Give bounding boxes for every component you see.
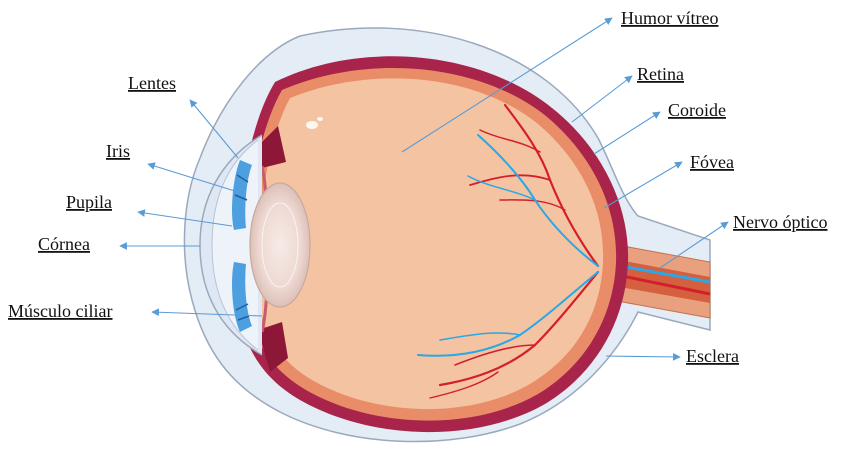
leader-retina [572, 76, 632, 122]
label-esclera: Esclera [686, 346, 739, 366]
label-coroide: Coroide [668, 100, 726, 120]
label-retina: Retina [637, 64, 684, 84]
label-cornea: Córnea [38, 234, 90, 254]
label-lentes: Lentes [128, 73, 176, 93]
label-musculo-ciliar: Músculo ciliar [8, 301, 112, 321]
leader-coroide [594, 112, 660, 154]
label-nervo-optico: Nervo óptico [733, 212, 827, 232]
lens [250, 183, 310, 307]
label-pupila: Pupila [66, 192, 112, 212]
label-humor-vitreo: Humor vítreo [621, 8, 718, 28]
label-fovea: Fóvea [690, 152, 734, 172]
leader-esclera [606, 356, 680, 357]
label-iris: Iris [106, 141, 130, 161]
